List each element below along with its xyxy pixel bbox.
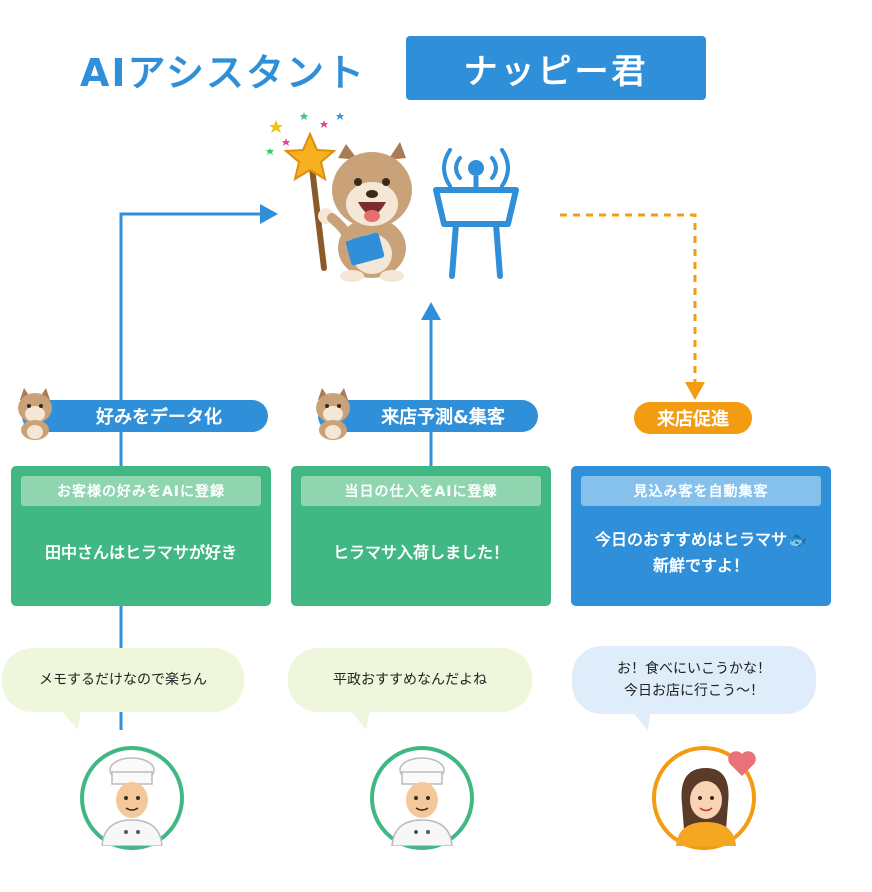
step-label-promotion: 来店促進: [634, 402, 752, 434]
heart-icon: [728, 751, 756, 776]
card-title: 当日の仕入をAIに登録: [301, 476, 541, 506]
card-stock: 当日の仕入をAIに登録 ヒラマサ入荷しました！: [291, 466, 551, 606]
mini-mascot-icon: [18, 388, 52, 440]
antenna-tower-icon: [433, 148, 519, 279]
card-text: ヒラマサ入荷しました！: [332, 543, 509, 563]
card-text: 田中さんはヒラマサが好き: [44, 543, 237, 563]
chef-avatar-icon: [370, 746, 474, 850]
arrow-down-head: [685, 382, 705, 400]
card-title: 見込み客を自動集客: [581, 476, 821, 506]
speech-bubble-chef-2: 平政おすすめなんだよね: [288, 648, 532, 712]
card-text: 今日のおすすめはヒラマサ🐟 新鮮ですよ！: [595, 530, 807, 575]
speech-bubble-chef-1: メモするだけなので楽ちん: [2, 648, 244, 712]
page-title: AIアシスタント: [80, 51, 367, 95]
chef-avatar-icon: [80, 746, 184, 850]
arrow-up-head: [421, 302, 441, 320]
connector-right: [560, 213, 697, 382]
card-auto-promotion: 見込み客を自動集客 今日のおすすめはヒラマサ🐟 新鮮ですよ！: [571, 466, 831, 606]
card-preference: お客様の好みをAIに登録 田中さんはヒラマサが好き: [11, 466, 271, 606]
step-label-data: 好みをデータ化: [22, 400, 268, 432]
customer-avatar-icon: [652, 746, 756, 850]
arrow-right-head: [260, 204, 278, 224]
mascot-illustration: [266, 112, 412, 282]
speech-bubble-customer: お！食べにいこうかな！ 今日お店に行こう～！: [572, 646, 816, 714]
mini-mascot-icon: [316, 388, 350, 440]
assistant-name-badge: ナッピー君: [406, 36, 706, 100]
card-title: お客様の好みをAIに登録: [21, 476, 261, 506]
magic-wand-icon: [309, 165, 327, 271]
sparkles-icon: [266, 112, 344, 155]
step-label-forecast: 来店予測&集客: [318, 400, 538, 432]
